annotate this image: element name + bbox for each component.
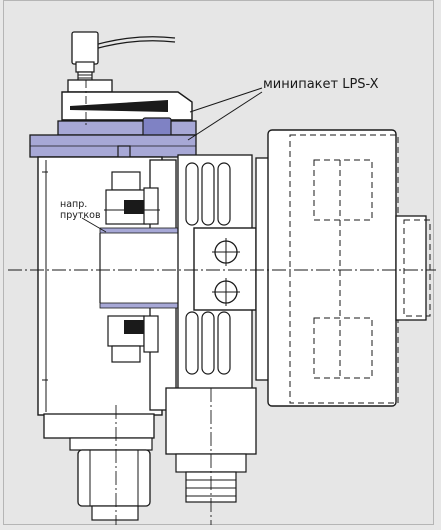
inner-mechanism-bottom [107, 315, 159, 363]
leader-line-lower [187, 91, 263, 141]
bottom-left-unit [43, 413, 155, 521]
bar-pressure-label-line1: напр. [60, 199, 88, 210]
inner-mechanism-top [104, 171, 160, 225]
leader-line-bar [81, 217, 107, 233]
minipackage-label: минипакет LPS-X [263, 77, 379, 92]
sensor-housing [61, 79, 193, 121]
bar-pressure-label-line2: прутков [60, 210, 101, 221]
leader-line-upper [189, 87, 263, 113]
chuck-housing-right [255, 129, 431, 407]
connector-plug [71, 31, 99, 81]
disk-stack [177, 154, 257, 391]
minipackage-lps-x [29, 117, 197, 173]
